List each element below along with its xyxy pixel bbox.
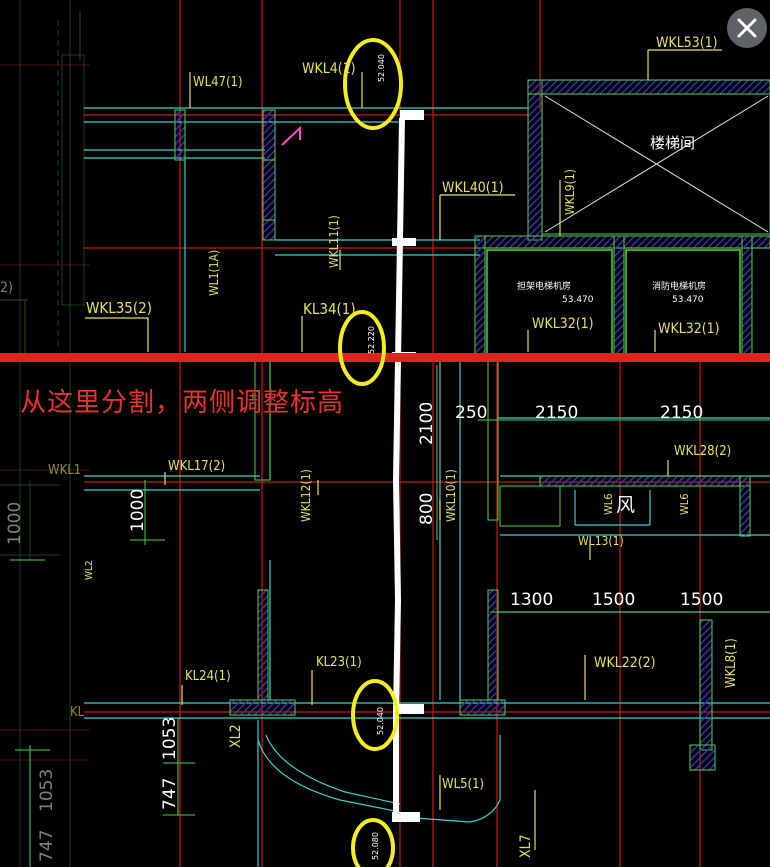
label-wkl32-a: WKL32(1): [532, 316, 594, 332]
dim-1053-b: 1053: [37, 769, 57, 812]
dim-747-b: 747: [37, 830, 57, 862]
label-left-2: 2): [0, 280, 13, 296]
label-wkl32-b: WKL32(1): [658, 321, 720, 337]
label-wkl28: WKL28(2): [674, 444, 731, 459]
dim-2100: 2100: [417, 402, 437, 445]
dim-2150-b: 2150: [660, 403, 703, 423]
label-kl23: KL23(1): [316, 655, 362, 670]
marker-value-kl34: 52.220: [367, 326, 376, 354]
label-elev-room-2: 消防电梯机房: [652, 280, 706, 292]
label-elev-2: 53.470: [672, 295, 704, 305]
marker-value-kl23: 52.040: [376, 707, 385, 735]
close-button[interactable]: [727, 8, 767, 48]
label-wkl9: WKL9(1): [563, 169, 577, 215]
label-feng: 风: [616, 494, 635, 516]
dim-1300: 1300: [510, 590, 553, 610]
label-elev-room-1: 担架电梯机房: [517, 280, 571, 292]
marker-value-top: 52.040: [377, 54, 386, 82]
elevation-marker-kl34: [338, 310, 386, 386]
label-wkl4: WKL4(1): [302, 61, 356, 77]
split-annotation: 从这里分割，两侧调整标高: [20, 388, 345, 418]
elevation-markers: [338, 38, 403, 867]
dim-800: 800: [417, 493, 437, 525]
label-wl-left: WL2: [84, 560, 95, 580]
elevation-marker-bottom: [351, 818, 395, 867]
dim-1500-a: 1500: [592, 590, 635, 610]
label-wl13: WL13(1): [578, 534, 624, 548]
label-elev-1: 53.470: [562, 295, 594, 305]
label-wl5: WL5(1): [442, 777, 484, 792]
marker-value-bottom: 52.080: [371, 832, 380, 860]
dim-1500-b: 1500: [680, 590, 723, 610]
label-wkl40: WKL40(1): [442, 180, 504, 196]
label-leader-lines: [85, 49, 722, 850]
label-wkl11: WKL11(1): [327, 215, 341, 268]
label-kl-left: KL: [70, 705, 85, 720]
label-wl6-b: WL6: [678, 493, 691, 515]
elevation-marker-kl23: [351, 679, 399, 751]
dim-1053-a: 1053: [160, 717, 180, 760]
elevation-marker-top: [343, 38, 403, 130]
label-wkl22: WKL22(2): [594, 655, 656, 671]
label-wl1a: WL1(1A): [207, 250, 221, 296]
beam-lines: [84, 107, 770, 867]
label-stair-room: 楼梯间: [650, 134, 695, 152]
dim-2150-a: 2150: [535, 403, 578, 423]
label-wkl8: WKL8(1): [724, 638, 739, 688]
dimension-lines: [10, 365, 770, 867]
label-wkl12: WKL12(1): [299, 469, 313, 522]
label-wl6-a: WL6: [602, 493, 615, 515]
label-xl7: XL7: [518, 834, 534, 858]
label-wkl53: WKL53(1): [656, 35, 718, 51]
walls: [174, 79, 770, 771]
close-icon: [737, 18, 757, 38]
dim-1000-b: 1000: [5, 502, 25, 545]
label-wkl17: WKL17(2): [168, 459, 225, 474]
label-wkl35: WKL35(2): [86, 299, 152, 317]
label-xl2: XL2: [228, 724, 244, 748]
dim-250: 250: [455, 403, 487, 423]
label-wl47: WL47(1): [193, 75, 243, 90]
left-faded-region: [0, 0, 90, 867]
axis-lines: [84, 0, 770, 867]
label-kl34: KL34(1): [303, 300, 356, 318]
stair-cross-lines: [544, 95, 769, 233]
dim-1000-a: 1000: [128, 489, 148, 532]
label-kl24: KL24(1): [185, 669, 231, 684]
dim-747-a: 747: [160, 778, 180, 810]
label-wkl1: WKL1: [48, 463, 81, 478]
label-wkl10: WKL10(1): [444, 469, 458, 522]
